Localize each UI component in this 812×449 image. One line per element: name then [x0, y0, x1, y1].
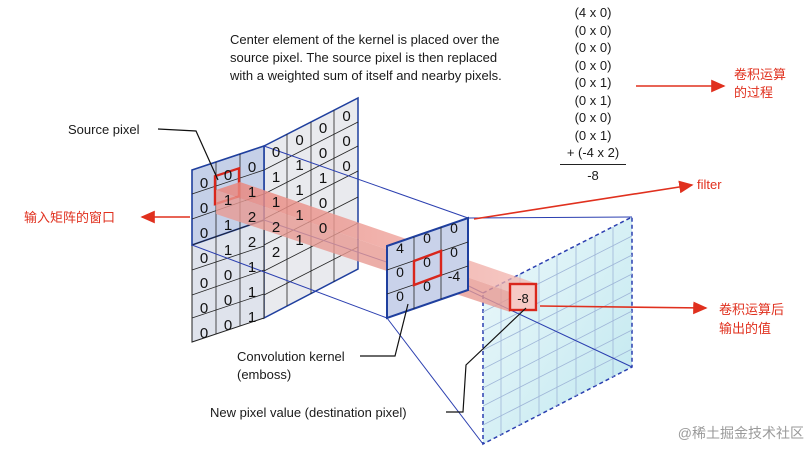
calculation-column: (4 x 0) (0 x 0) (0 x 0) (0 x 0) (0 x 1) … [548, 4, 638, 184]
matrix-cell-value: 1 [224, 192, 232, 209]
matrix-cell-value: 0 [450, 220, 458, 236]
matrix-cell-value: 0 [450, 244, 458, 260]
caption-line-2: source pixel. The source pixel is then r… [230, 50, 498, 65]
matrix-cell-value: 0 [248, 159, 256, 176]
destination-plane [482, 215, 633, 446]
kernel-values: 4 0 0 0 0 0 0 0 -4 [396, 220, 460, 304]
matrix-cell-value: 0 [396, 288, 404, 304]
calc-term: (0 x 1) [574, 92, 612, 108]
matrix-cell-value: 1 [295, 182, 303, 199]
matrix-cell-value: 4 [396, 240, 404, 256]
watermark: @稀土掘金技术社区 [677, 425, 804, 441]
matrix-cell-value: 0 [224, 167, 232, 184]
new-pixel-label: New pixel value (destination pixel) [210, 405, 407, 420]
convolution-kernel [386, 216, 469, 320]
filter-annotation: filter [697, 177, 722, 192]
matrix-cell-value: 1 [224, 217, 232, 234]
matrix-cell-value: 0 [342, 133, 350, 150]
calc-sum-rule [560, 163, 626, 165]
calc-term: (0 x 0) [574, 22, 612, 38]
matrix-cell-value: 0 [224, 292, 232, 309]
matrix-cell-value: 0 [423, 278, 431, 294]
matrix-cell-value: 0 [200, 175, 208, 192]
matrix-cell-value: 0 [319, 145, 327, 162]
matrix-cell-value: 0 [396, 264, 404, 280]
matrix-cell-value: 1 [295, 157, 303, 174]
matrix-cell-value: 0 [342, 108, 350, 125]
calc-term: (0 x 1) [574, 75, 612, 90]
matrix-cell-value: 0 [272, 144, 280, 161]
matrix-cell-value: -4 [448, 268, 461, 284]
source-pixel-label: Source pixel [68, 122, 140, 137]
matrix-cell-value: 1 [248, 309, 256, 326]
output-annotation-1: 卷积运算后 [719, 302, 785, 317]
matrix-cell-value: 1 [248, 284, 256, 301]
matrix-cell-value: 0 [200, 225, 208, 242]
matrix-cell-value: 0 [224, 317, 232, 334]
matrix-cell-value: 0 [200, 275, 208, 292]
matrix-cell-value: 0 [319, 220, 327, 237]
destination-value: -8 [517, 291, 529, 306]
calc-term: (0 x 0) [574, 110, 612, 125]
matrix-cell-value: 2 [248, 209, 256, 226]
matrix-cell-value: 1 [272, 169, 280, 186]
matrix-cell-value: 1 [295, 207, 303, 224]
label-leaders [157, 128, 527, 413]
kernel-label: Convolution kernel [237, 349, 345, 364]
matrix-cell-value: 0 [423, 230, 431, 246]
matrix-cell-value: 0 [423, 254, 431, 270]
matrix-cell-value: 0 [319, 120, 327, 137]
matrix-cell-value: 1 [248, 259, 256, 276]
matrix-cell-value: 1 [319, 170, 327, 187]
matrix-cell-value: 1 [272, 194, 280, 211]
matrix-cell-value: 2 [248, 234, 256, 251]
kernel-center-highlight [412, 249, 443, 287]
calc-term: (0 x 0) [574, 57, 612, 73]
matrix-cell-value: 0 [342, 158, 350, 175]
matrix-cell-value: 0 [200, 200, 208, 217]
calc-term: (4 x 0) [574, 5, 612, 20]
matrix-cell-value: 2 [272, 244, 280, 261]
matrix-cell-value: 1 [295, 232, 303, 249]
matrix-cell-value: 0 [200, 300, 208, 317]
matrix-cell-value: 0 [200, 325, 208, 342]
matrix-cell-value: 0 [295, 132, 303, 149]
annotation-arrows [140, 79, 726, 315]
matrix-cell-value: 0 [200, 250, 208, 267]
calc-process-annotation-2: 的过程 [734, 85, 774, 100]
calc-term: + (-4 x 2) [566, 145, 620, 160]
kernel-sublabel: (emboss) [237, 367, 292, 382]
matrix-cell-value: 1 [224, 242, 232, 259]
calc-term: (0 x 1) [574, 127, 612, 143]
matrix-cell-value: 1 [248, 184, 256, 201]
matrix-cell-value: 0 [319, 195, 327, 212]
calc-result: -8 [587, 167, 599, 183]
caption-line-1: Center element of the kernel is placed o… [230, 32, 500, 47]
destination-pixel [508, 282, 538, 312]
matrix-cell-value: 2 [272, 219, 280, 236]
calc-process-annotation-1: 卷积运算 [734, 67, 787, 82]
output-annotation-2: 输出的值 [719, 321, 772, 336]
caption-line-3: with a weighted sum of itself and nearby… [230, 68, 502, 83]
matrix-cell-value: 0 [224, 267, 232, 284]
calc-term: (0 x 0) [574, 40, 612, 55]
input-window-annotation: 输入矩阵的窗口 [24, 210, 116, 225]
